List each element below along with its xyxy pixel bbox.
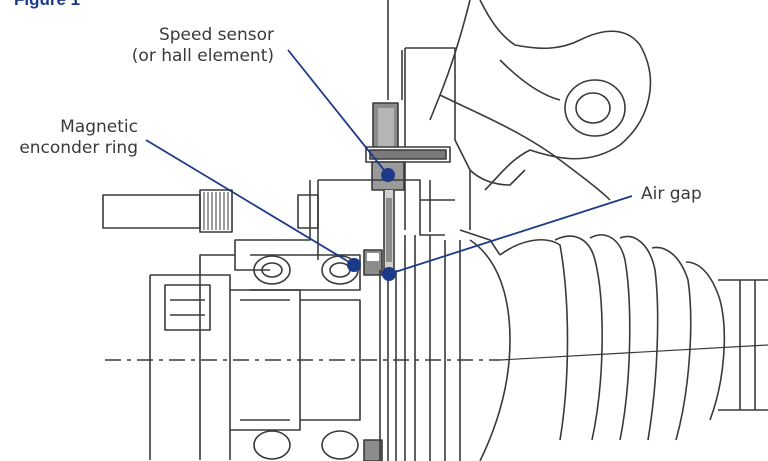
steering-knuckle	[387, 0, 652, 230]
hub-flange	[149, 274, 361, 460]
brake-disc	[379, 235, 511, 461]
magnetic-encoder-ring-label: Magnetic enconder ring	[10, 117, 138, 159]
callouts	[145, 49, 633, 281]
magnetic-label-line1: Magnetic	[60, 117, 138, 137]
speed-sensor-label-line1: Speed sensor	[158, 25, 274, 45]
wheel-stud	[102, 189, 233, 233]
magnetic-label-line2: enconder ring	[19, 138, 138, 158]
figure-title: Figure 1	[14, 0, 80, 10]
speed-sensor-label: Speed sensor (or hall element)	[128, 25, 274, 67]
air-gap-callout-dot	[382, 267, 396, 281]
speed-sensor-callout-dot	[381, 168, 395, 182]
magnetic-ring-callout-dot	[347, 258, 361, 272]
encoder-ring	[363, 249, 383, 461]
bearing-balls	[250, 254, 361, 460]
speed-sensor-callout-line	[287, 49, 389, 176]
air-gap-label: Air gap	[641, 184, 702, 204]
speed-sensor	[365, 102, 451, 271]
speed-sensor-label-line2: (or hall element)	[131, 46, 274, 66]
magnetic-ring-callout-line	[145, 139, 355, 266]
cv-joint-boot	[499, 234, 768, 441]
air-gap-callout-line	[388, 195, 633, 275]
hub-housing	[199, 179, 501, 460]
